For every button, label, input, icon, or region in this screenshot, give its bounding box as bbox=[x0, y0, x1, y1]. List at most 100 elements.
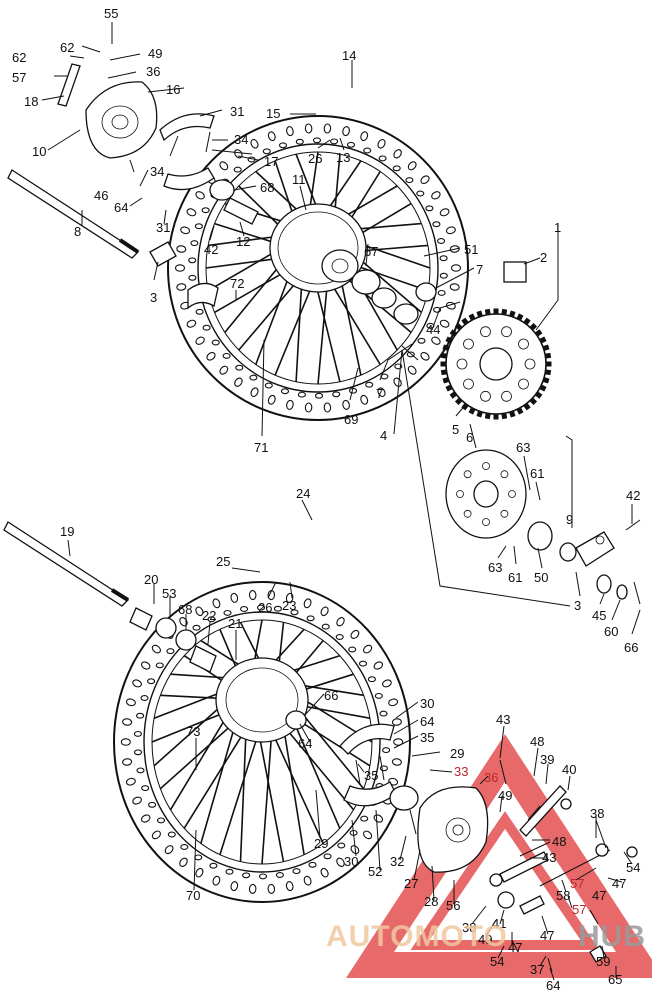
rear-tire-knob bbox=[314, 392, 324, 399]
part-label-6: 6 bbox=[466, 430, 473, 445]
part-label-14: 14 bbox=[342, 48, 356, 63]
leader-lines bbox=[41, 22, 641, 981]
part-label-51: 51 bbox=[464, 242, 478, 257]
sprocket-tooth bbox=[529, 322, 538, 331]
front-tire-knob bbox=[120, 738, 131, 746]
front-tire-knob bbox=[230, 592, 239, 603]
front-wheel-spoke bbox=[268, 724, 324, 844]
rear-tire-knob bbox=[393, 149, 402, 159]
part-label-33: 33 bbox=[454, 764, 468, 779]
rear-tire-knob bbox=[425, 205, 434, 212]
part-label-23: 23 bbox=[282, 598, 296, 613]
rear-tire-knob bbox=[286, 399, 294, 410]
part-label-64: 64 bbox=[420, 714, 434, 729]
front-axle bbox=[3, 521, 130, 607]
sprocket-hole bbox=[480, 390, 491, 402]
sprocket-hole bbox=[480, 326, 491, 338]
front-hub bbox=[215, 657, 309, 743]
rear-tire-knob bbox=[202, 324, 211, 331]
part-label-47: 47 bbox=[540, 928, 554, 943]
sprocket-hole bbox=[524, 358, 536, 370]
part-label-24: 24 bbox=[296, 486, 310, 501]
watermark-text: AUTOMOTO HUB bbox=[326, 920, 646, 953]
rear-tire-knob bbox=[211, 339, 220, 346]
part-label-18: 18 bbox=[24, 94, 38, 109]
front-tire-knob bbox=[348, 646, 357, 653]
part-label-36: 36 bbox=[146, 64, 160, 79]
rear-tire-knob bbox=[219, 161, 229, 171]
front-tire-knob bbox=[275, 872, 284, 878]
part-label-7: 7 bbox=[476, 262, 483, 277]
front-tire-knob bbox=[212, 598, 221, 609]
rear-tire-knob bbox=[439, 255, 448, 262]
part-label-46: 46 bbox=[94, 188, 108, 203]
rear-tire-knob bbox=[262, 148, 271, 155]
part-label-67: 67 bbox=[364, 244, 378, 259]
plate-hole bbox=[482, 518, 490, 526]
sprocket-tooth bbox=[501, 413, 508, 420]
part-label-35: 35 bbox=[364, 768, 378, 783]
front-tire-knob bbox=[225, 868, 234, 875]
sprocket-tooth bbox=[461, 403, 469, 411]
front-wheel-spoke bbox=[288, 710, 341, 829]
front-tire-knob bbox=[148, 801, 157, 808]
front-tire-knob bbox=[391, 718, 402, 726]
front-tire-knob bbox=[292, 868, 301, 875]
part-label-15: 15 bbox=[266, 106, 280, 121]
part-label-50: 50 bbox=[534, 570, 548, 585]
part-label-26: 26 bbox=[308, 151, 322, 166]
sprocket-hole bbox=[456, 358, 468, 370]
part-label-19: 19 bbox=[60, 524, 74, 539]
part-label-64: 64 bbox=[298, 736, 312, 751]
rear-tire-knob bbox=[332, 391, 341, 398]
sprocket-hub-plate bbox=[445, 449, 527, 539]
front-wheel-spoke bbox=[169, 705, 234, 811]
part-label-20: 20 bbox=[144, 572, 158, 587]
part-label-55: 55 bbox=[104, 6, 118, 21]
plate-hole bbox=[456, 490, 464, 498]
sprocket-hole bbox=[463, 338, 474, 350]
plate-hole bbox=[500, 470, 509, 479]
rear-tire-knob bbox=[250, 138, 259, 149]
front-tire-knob bbox=[132, 796, 142, 805]
part-label-61: 61 bbox=[508, 570, 522, 585]
part-label-47: 47 bbox=[612, 876, 626, 891]
rear-tire-knob bbox=[249, 374, 258, 381]
part-label-36: 36 bbox=[484, 770, 498, 785]
rear-tire-knob bbox=[431, 191, 441, 200]
front-tire-knob bbox=[363, 644, 373, 654]
rear-tire-knob bbox=[201, 207, 210, 214]
front-tire-knob bbox=[363, 830, 373, 840]
sprocket-tooth bbox=[440, 369, 447, 376]
sprocket-tooth bbox=[442, 344, 449, 351]
rear-tire-knob bbox=[234, 377, 243, 387]
rear-tire-knob bbox=[323, 123, 332, 134]
part-label-21: 21 bbox=[228, 616, 242, 631]
front-tire-knob bbox=[290, 609, 299, 616]
part-label-49: 49 bbox=[478, 932, 492, 947]
front-tire-knob bbox=[336, 857, 345, 867]
part-label-66: 66 bbox=[324, 688, 338, 703]
front-wheel-spoke bbox=[281, 719, 305, 855]
sprocket-tooth bbox=[493, 308, 499, 314]
front-tire-knob bbox=[132, 679, 142, 688]
sprocket-tooth bbox=[545, 369, 552, 376]
rear-tire-knob bbox=[234, 149, 243, 159]
part-label-29: 29 bbox=[450, 746, 464, 761]
front-tire-knob bbox=[374, 692, 383, 699]
rear-tire-knob bbox=[278, 142, 288, 149]
front-tire-knob bbox=[164, 845, 174, 855]
watermark-text-right: HUB bbox=[578, 920, 646, 953]
front-tire-knob bbox=[192, 624, 201, 631]
front-tire-knob bbox=[207, 616, 216, 623]
sprocket-tooth bbox=[442, 377, 449, 384]
part-label-35: 35 bbox=[420, 730, 434, 745]
rear-sprocket bbox=[440, 308, 552, 420]
watermark-text-left: AUTOMOTO bbox=[326, 920, 508, 953]
rear-tire-knob bbox=[450, 264, 462, 272]
rear-tire-knob bbox=[264, 382, 273, 389]
sprocket-tooth bbox=[449, 391, 457, 399]
rear-tire-knob bbox=[235, 364, 244, 371]
rear-tire-knob bbox=[304, 402, 313, 413]
rear-tire-knob bbox=[280, 388, 290, 395]
